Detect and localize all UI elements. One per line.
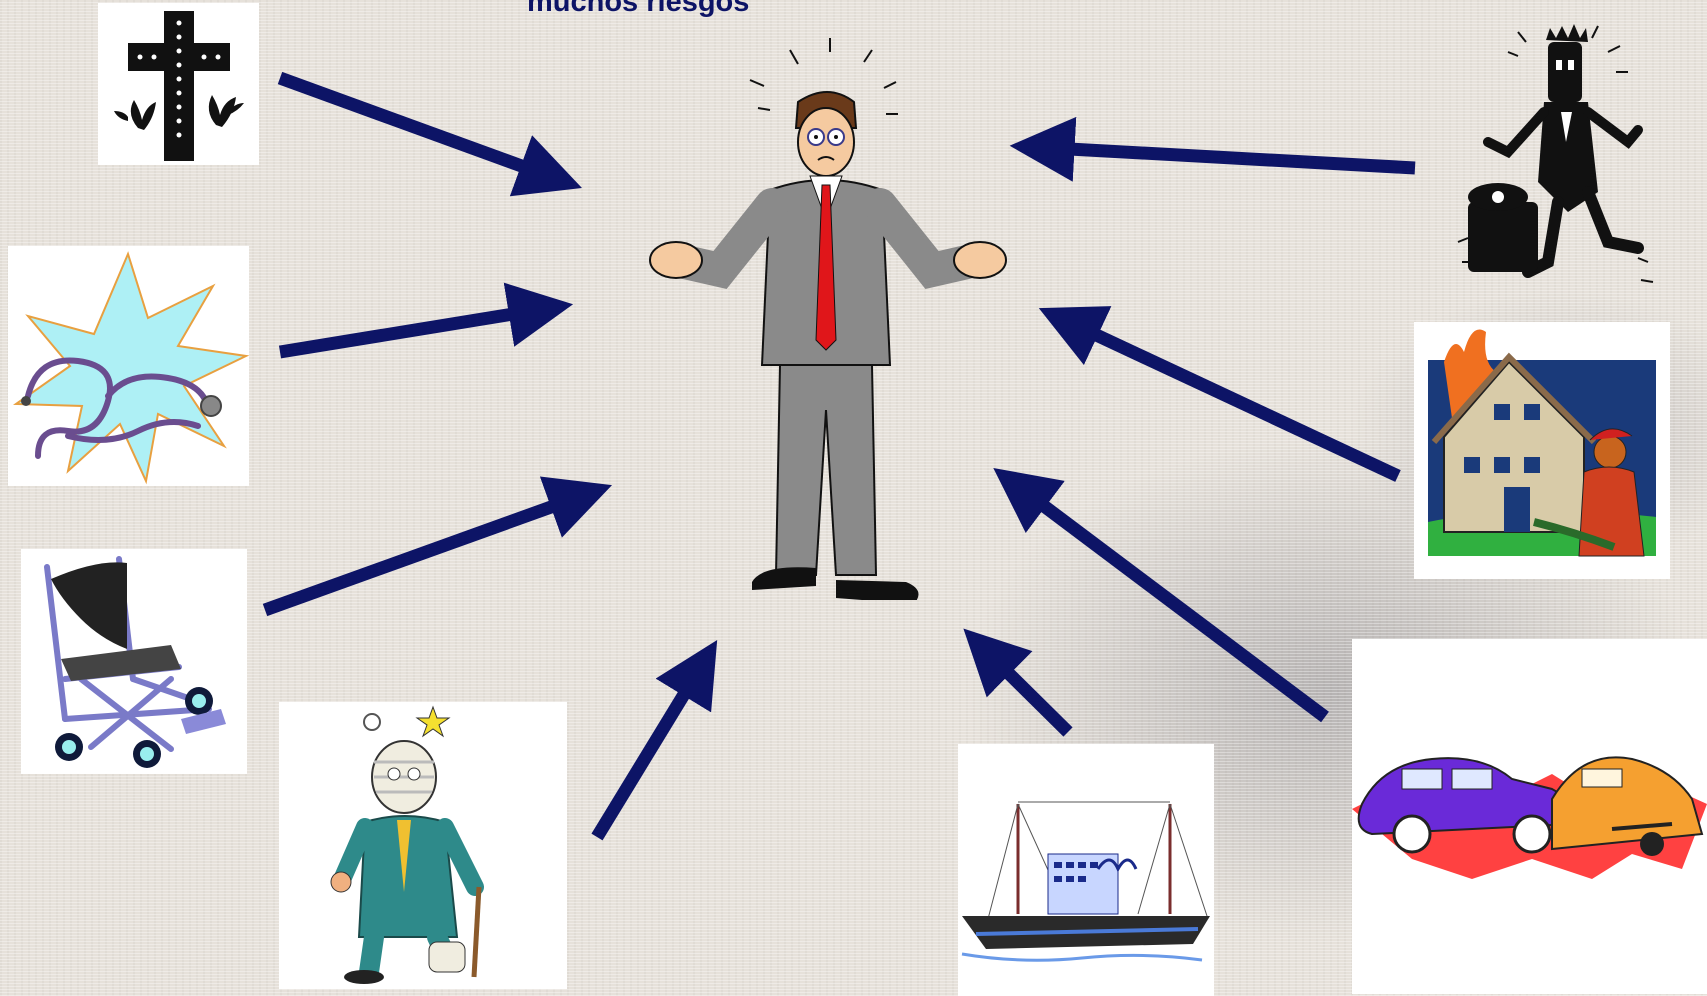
cross-death-panel	[98, 3, 259, 165]
car-crash-icon	[1352, 756, 1707, 879]
worried-man-center-panel	[640, 30, 1020, 604]
arrow-from-house-fire	[1038, 306, 1401, 482]
arrow-from-stethoscope	[278, 282, 574, 359]
stethoscope-illness-panel	[8, 246, 249, 486]
ship-maritime-icon	[961, 801, 1210, 962]
stethoscope-illness-icon	[12, 251, 249, 485]
arrow-from-injured-man	[591, 640, 718, 841]
wheelchair-disability-icon	[44, 556, 226, 768]
car-crash-panel	[1352, 639, 1707, 994]
arrow-from-stressed-man	[1009, 116, 1416, 182]
slide-title: muchos riesgos	[527, 0, 750, 18]
worried-man-center	[649, 38, 1007, 604]
cross-death-icon	[114, 11, 244, 161]
stressed-man-phone-icon	[1457, 24, 1654, 283]
injured-man-accident-panel	[279, 702, 567, 989]
wheelchair-disability-panel	[21, 549, 247, 774]
ship-maritime-panel	[958, 744, 1214, 996]
arrow-from-car-crash	[993, 467, 1329, 723]
stressed-man-phone-panel	[1448, 12, 1679, 298]
injured-man-accident-icon	[330, 705, 484, 984]
arrow-from-ship	[963, 628, 1073, 737]
arrow-from-cross	[277, 71, 582, 197]
house-fire-panel	[1414, 322, 1670, 579]
house-fire-icon	[1428, 329, 1656, 557]
arrow-from-wheelchair	[262, 476, 613, 617]
